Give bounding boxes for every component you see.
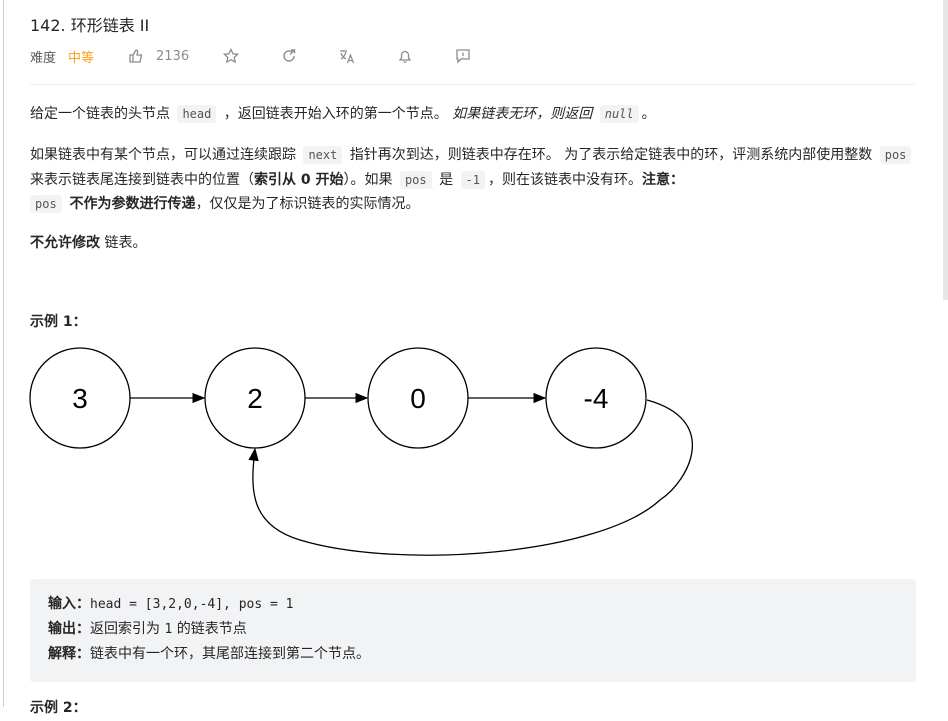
example-2-heading: 示例 2：	[30, 700, 87, 716]
star-icon[interactable]	[223, 48, 240, 64]
code-next: next	[303, 146, 343, 164]
difficulty-label: 难度	[30, 50, 57, 66]
description-paragraph-2: 如果链表中有某个节点，可以通过连续跟踪 next 指针再次到达，则链表中存在环。…	[30, 143, 920, 217]
node-value: 3	[72, 383, 88, 414]
description-paragraph-3: 不允许修改 链表。	[30, 235, 147, 251]
code-null: null	[599, 105, 639, 123]
cycle-arrow	[248, 399, 693, 556]
divider	[30, 84, 915, 85]
code-pos: pos	[879, 146, 912, 164]
code-pos: pos	[30, 195, 62, 213]
left-border	[3, 0, 4, 707]
node-value: 0	[410, 383, 426, 414]
meta-bar: 难度 中等 2136	[30, 46, 471, 66]
node-value: 2	[247, 383, 263, 414]
difficulty-badge: 中等	[68, 50, 95, 66]
description-paragraph-1: 给定一个链表的头节点 head ，返回链表开始入环的第一个节点。 如果链表无环，…	[30, 105, 656, 123]
example-1-code-block: 输入：head = [3,2,0,-4], pos = 1 输出：返回索引为 1…	[30, 579, 916, 682]
scrollbar[interactable]	[943, 0, 948, 300]
node-value: -4	[584, 383, 609, 414]
thumbs-up-icon[interactable]	[128, 48, 144, 64]
linked-list-diagram: 3 2 0 -4	[29, 347, 693, 556]
bell-icon[interactable]	[397, 48, 413, 64]
example-input: 输入：head = [3,2,0,-4], pos = 1	[48, 596, 294, 612]
code-pos: pos	[399, 170, 432, 189]
page-title: 142. 环形链表 II	[30, 16, 150, 35]
translate-icon[interactable]	[339, 48, 355, 64]
feedback-icon[interactable]	[455, 48, 471, 64]
code-minus-one: -1	[460, 170, 485, 189]
code-head: head	[177, 105, 217, 123]
share-icon[interactable]	[281, 48, 297, 64]
example-output: 输出：返回索引为 1 的链表节点	[48, 621, 247, 637]
like-count: 2136	[156, 48, 190, 64]
example-explanation: 解释：链表中有一个环，其尾部连接到第二个节点。	[48, 646, 370, 662]
example-1-heading: 示例 1：	[30, 314, 87, 330]
